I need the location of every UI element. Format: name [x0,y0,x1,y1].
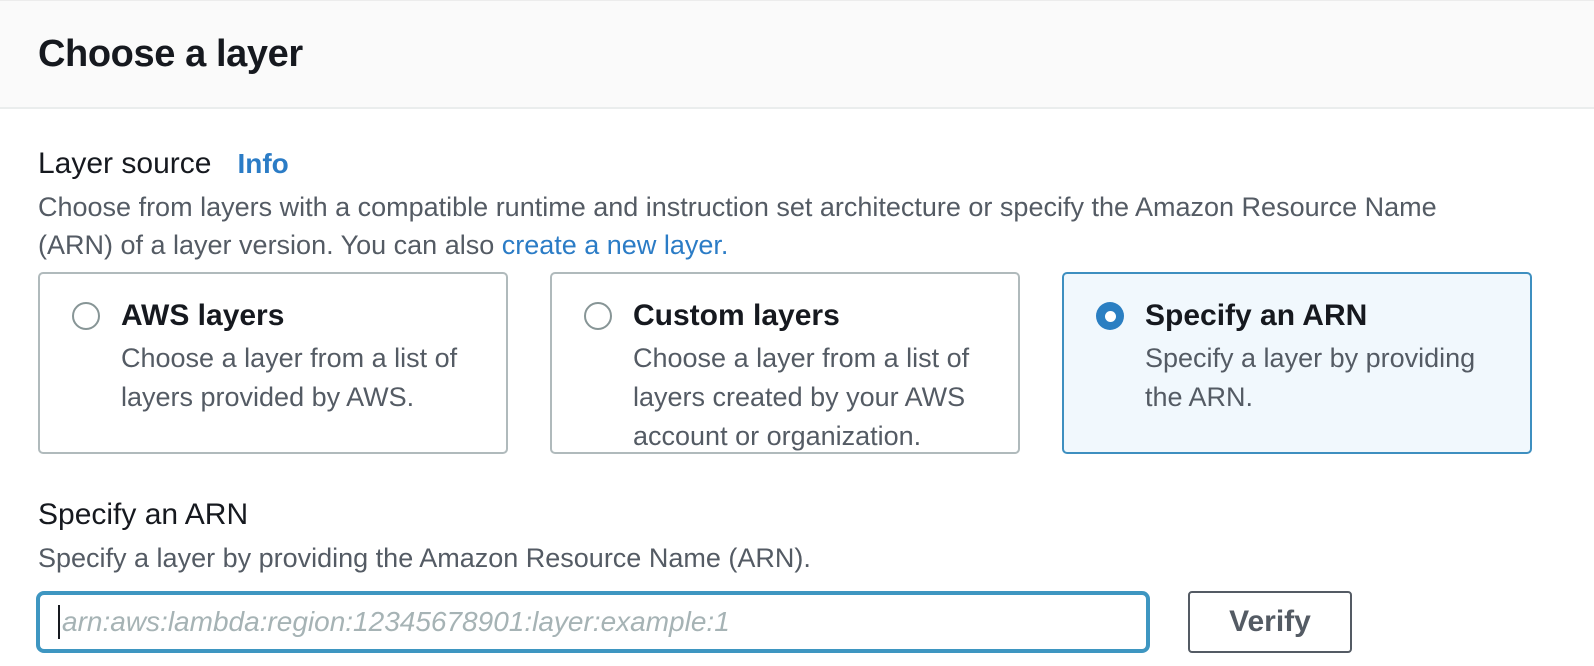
option-card-specify-arn[interactable]: Specify an ARN Specify a layer by provid… [1062,272,1532,454]
arn-input-row: Verify [36,591,1532,653]
option-title: AWS layers [121,299,285,332]
option-card-aws-layers[interactable]: AWS layers Choose a layer from a list of… [38,272,508,454]
layer-source-label: Layer source [38,147,212,180]
option-head: Custom layers [584,299,990,333]
option-title: Specify an ARN [1145,299,1368,332]
radio-selected-icon[interactable] [1096,302,1124,330]
layer-source-options: AWS layers Choose a layer from a list of… [38,272,1532,454]
layer-source-description: Choose from layers with a compatible run… [38,188,1518,264]
option-title: Custom layers [633,299,840,332]
option-description: Choose a layer from a list of layers pro… [121,343,458,412]
info-link[interactable]: Info [237,148,289,179]
option-description: Choose a layer from a list of layers cre… [633,343,970,451]
page-title: Choose a layer [38,32,303,75]
panel-header: Choose a layer [0,0,1594,109]
option-card-custom-layers[interactable]: Custom layers Choose a layer from a list… [550,272,1020,454]
create-new-layer-link[interactable]: create a new layer. [501,230,729,260]
option-description: Specify a layer by providing the ARN. [1145,343,1476,412]
verify-button[interactable]: Verify [1188,591,1352,653]
specify-arn-description: Specify a layer by providing the Amazon … [38,543,811,573]
option-head: AWS layers [72,299,478,333]
layer-source-description-text: Choose from layers with a compatible run… [38,192,1437,260]
option-head: Specify an ARN [1096,299,1502,333]
radio-unselected-icon[interactable] [584,302,612,330]
panel-content: Layer source Info Choose from layers wit… [0,109,1594,653]
specify-arn-heading: Specify an ARN [38,498,249,531]
radio-unselected-icon[interactable] [72,302,100,330]
layer-source-label-row: Layer source Info [38,147,1532,181]
text-caret [58,605,60,639]
arn-input-wrapper [36,591,1150,653]
arn-input[interactable] [36,591,1150,653]
